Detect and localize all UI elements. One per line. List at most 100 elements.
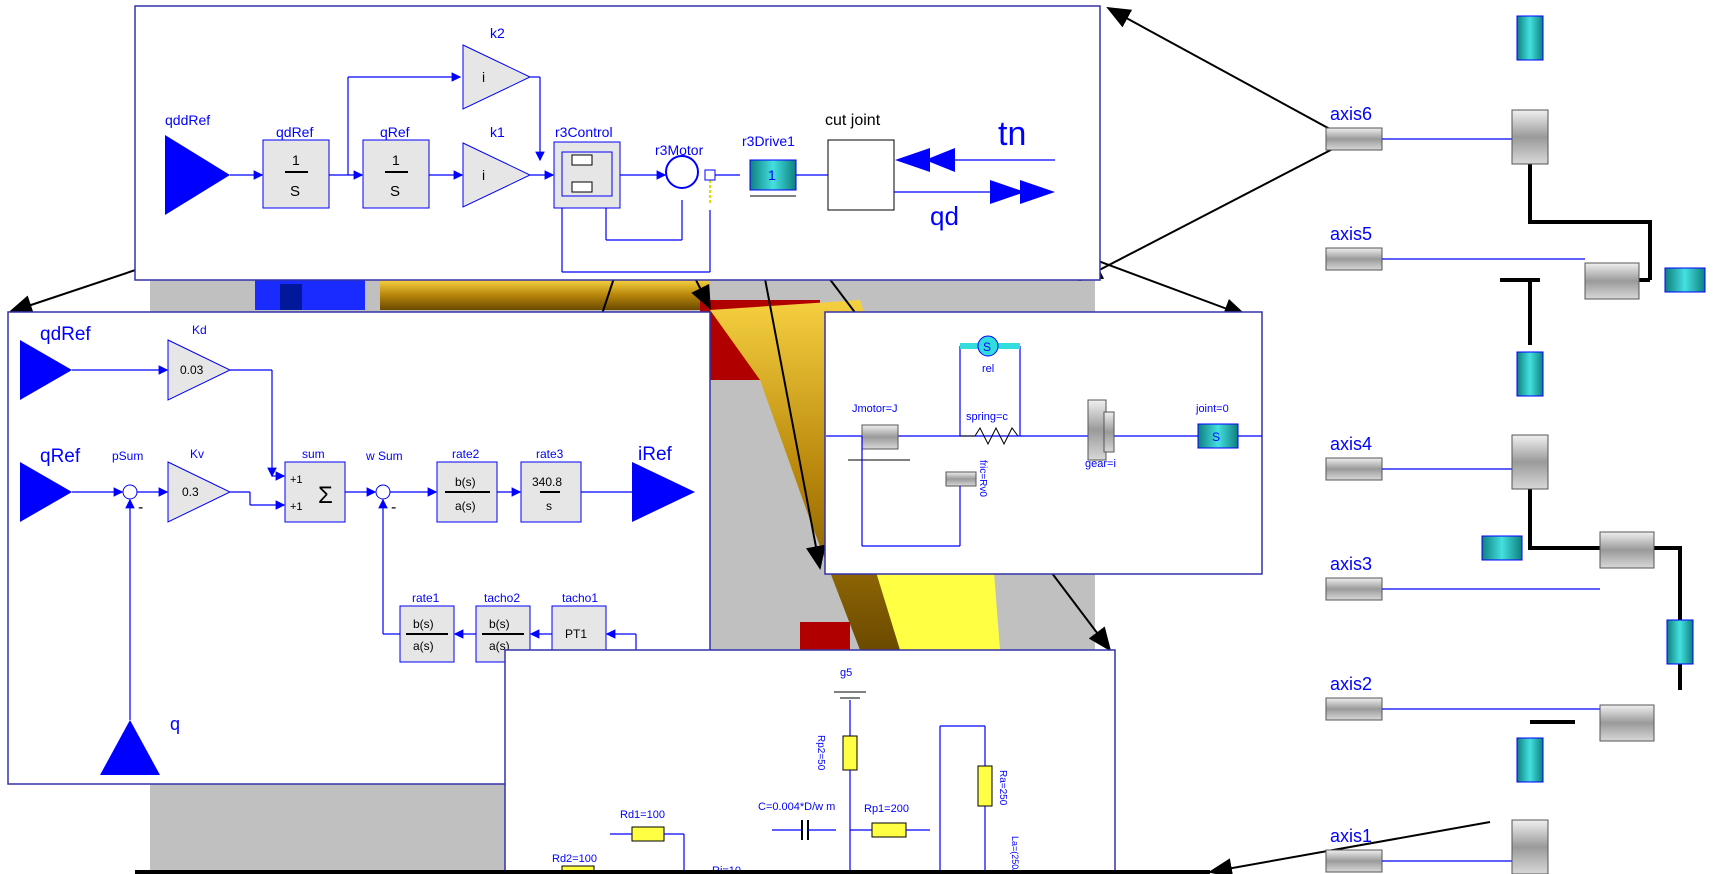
qRef-input-port[interactable]: [20, 462, 72, 522]
g5-label: g5: [840, 667, 852, 679]
Jmotor-inertia[interactable]: [861, 424, 899, 450]
r3Drive1-value: 1: [768, 167, 776, 183]
qdRef-integrator[interactable]: [262, 139, 330, 209]
tacho1-label: tacho1: [562, 591, 598, 605]
Jmotor-label: Jmotor=J: [852, 403, 898, 415]
controller-panel: qdRef Kd 0.03 qRef pSum - Kv 0.3 sum +1 …: [7, 311, 711, 785]
cut-joint-label: cut joint: [825, 112, 881, 129]
r3Motor-label: r3Motor: [655, 142, 704, 158]
top-control-panel: qddRef qdRef 1 S qRef 1 S k2 i k1 i r3Co…: [134, 5, 1101, 281]
axis-block-5[interactable]: [1325, 247, 1383, 271]
joint-label: joint=0: [1195, 403, 1229, 415]
link-4-body[interactable]: [1516, 351, 1544, 397]
fric-label: fric=Rv0: [977, 460, 988, 497]
tacho2-label: tacho2: [484, 591, 520, 605]
wSum-minus: -: [391, 499, 396, 516]
axis-block-4[interactable]: [1325, 457, 1383, 481]
Rp2-label: Rp2=50: [815, 735, 826, 771]
Ra-resistor[interactable]: [977, 765, 993, 807]
sum-plus2: +1: [290, 501, 303, 513]
Kd-value: 0.03: [180, 363, 204, 377]
gear-label: gear=i: [1085, 458, 1116, 470]
rate3-den: s: [546, 499, 552, 513]
rate2-label: rate2: [452, 447, 480, 461]
rate1-label: rate1: [412, 591, 440, 605]
La-label: La=(250/(2*D*w m)): [1010, 836, 1020, 874]
link-2-body[interactable]: [1666, 619, 1694, 665]
Rp1-resistor[interactable]: [871, 822, 907, 838]
iRef-label: iRef: [638, 444, 673, 465]
qd-output-port[interactable]: [990, 180, 1025, 204]
joint-3[interactable]: [1599, 531, 1655, 569]
sum-label: sum: [302, 447, 325, 461]
rate1-den: a(s): [413, 639, 434, 653]
axis-label-1: axis1: [1330, 826, 1372, 846]
qd-label-top: qd: [930, 201, 959, 231]
joint-6[interactable]: [1511, 109, 1549, 165]
k1-value: i: [482, 167, 485, 183]
rel-sensor[interactable]: [977, 335, 999, 357]
axis-label-2: axis2: [1330, 674, 1372, 694]
rate1-num: b(s): [413, 617, 434, 631]
r3Control-block[interactable]: [553, 141, 621, 209]
cut-joint-block[interactable]: [827, 139, 895, 211]
tn-label: tn: [998, 115, 1026, 153]
Rd1-resistor[interactable]: [631, 826, 665, 842]
spring-label: spring=c: [966, 411, 1008, 423]
sum-sigma: Σ: [318, 482, 333, 509]
joint-block[interactable]: [1197, 423, 1239, 449]
link-6-body[interactable]: [1516, 15, 1544, 61]
rate3-num: 340.8: [532, 475, 562, 489]
drive-train-panel: Jmotor=J spring=c S rel gear=i S joint=0…: [824, 311, 1263, 575]
Kv-value: 0.3: [182, 485, 199, 499]
iRef-output-port[interactable]: [632, 462, 695, 522]
Kd-label: Kd: [192, 323, 207, 337]
robot-chain: [1481, 15, 1706, 874]
axis-block-3[interactable]: [1325, 577, 1383, 601]
joint-5[interactable]: [1584, 262, 1640, 300]
Kv-gain[interactable]: [167, 461, 232, 523]
r3Control-label: r3Control: [555, 124, 613, 140]
axis-block-2[interactable]: [1325, 697, 1383, 721]
link-5-body[interactable]: [1664, 267, 1706, 293]
r3Drive1-block[interactable]: [749, 159, 797, 191]
joint-4[interactable]: [1511, 434, 1549, 490]
ctrl-qdRef-label: qdRef: [40, 324, 91, 345]
wSum-node[interactable]: [375, 484, 391, 500]
tn-input-port[interactable]: [895, 148, 930, 172]
joint-1[interactable]: [1511, 819, 1549, 874]
link-3-body[interactable]: [1481, 535, 1523, 561]
qdRef-input-port[interactable]: [20, 340, 72, 400]
joint-2[interactable]: [1599, 704, 1655, 742]
qdRef-num: 1: [292, 152, 300, 168]
q-label: q: [170, 714, 180, 734]
sum-block[interactable]: [284, 461, 346, 523]
qdRef-den: S: [290, 183, 300, 200]
axis-block-1[interactable]: [1325, 849, 1383, 873]
q-input-port[interactable]: [100, 720, 160, 775]
r3Motor-symbol[interactable]: [665, 155, 699, 189]
ctrl-qRef-label: qRef: [40, 446, 81, 467]
k2-value: i: [482, 69, 485, 85]
qRef-label: qRef: [380, 124, 410, 140]
Ri-label: Ri=10: [712, 865, 741, 874]
axis-label-4: axis4: [1330, 434, 1372, 454]
gear-block[interactable]: [1087, 399, 1107, 461]
axis-label-6: axis6: [1330, 104, 1372, 124]
axis-block-6[interactable]: [1325, 127, 1383, 151]
pSum-node[interactable]: [122, 484, 138, 500]
fric-block[interactable]: [945, 471, 977, 487]
pSum-minus: -: [138, 499, 143, 516]
qRef-num: 1: [392, 152, 400, 168]
wSum-label: w Sum: [365, 449, 403, 463]
Kd-gain[interactable]: [167, 339, 232, 401]
link-1-body[interactable]: [1516, 737, 1544, 783]
k1-gain[interactable]: [462, 142, 532, 208]
k2-label: k2: [490, 25, 505, 41]
qRef-integrator[interactable]: [362, 139, 430, 209]
Rp2-resistor[interactable]: [842, 735, 858, 771]
k2-gain[interactable]: [462, 44, 532, 110]
qddRef-input-port[interactable]: [165, 135, 230, 215]
pSum-label: pSum: [112, 449, 143, 463]
